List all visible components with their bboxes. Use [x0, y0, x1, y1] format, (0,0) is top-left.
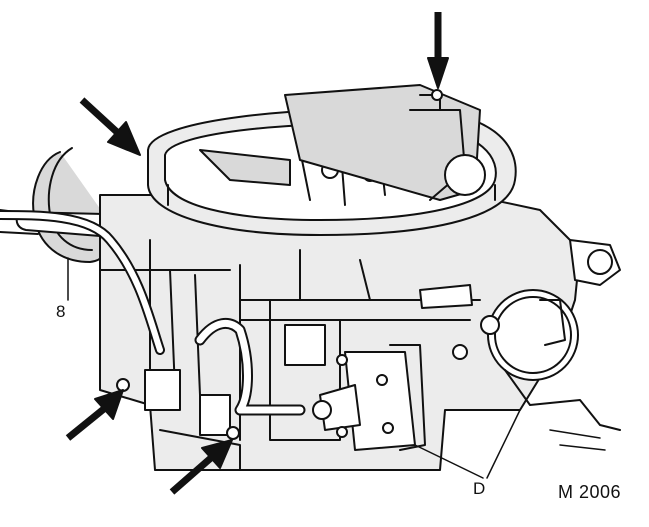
leader-d-2	[486, 409, 521, 479]
choke-diaphragm-housing	[0, 147, 111, 263]
arrow-bottom	[169, 439, 233, 495]
leader-lines	[67, 257, 521, 479]
lower-fittings	[116, 369, 240, 440]
linkage-tower	[284, 84, 486, 201]
arrow-upper-left	[79, 97, 141, 156]
arrow-top	[427, 12, 449, 89]
part-label-d: D	[473, 479, 486, 498]
vacuum-diaphragm	[480, 239, 621, 451]
vacuum-hoses	[0, 210, 306, 416]
fuel-inlet	[419, 284, 473, 360]
part-label-8: 8	[56, 302, 66, 321]
accelerator-pump-block	[312, 344, 426, 451]
figure-code: M 2006	[558, 482, 622, 502]
leader-d-1	[414, 444, 484, 479]
arrow-lower-left	[65, 389, 124, 441]
